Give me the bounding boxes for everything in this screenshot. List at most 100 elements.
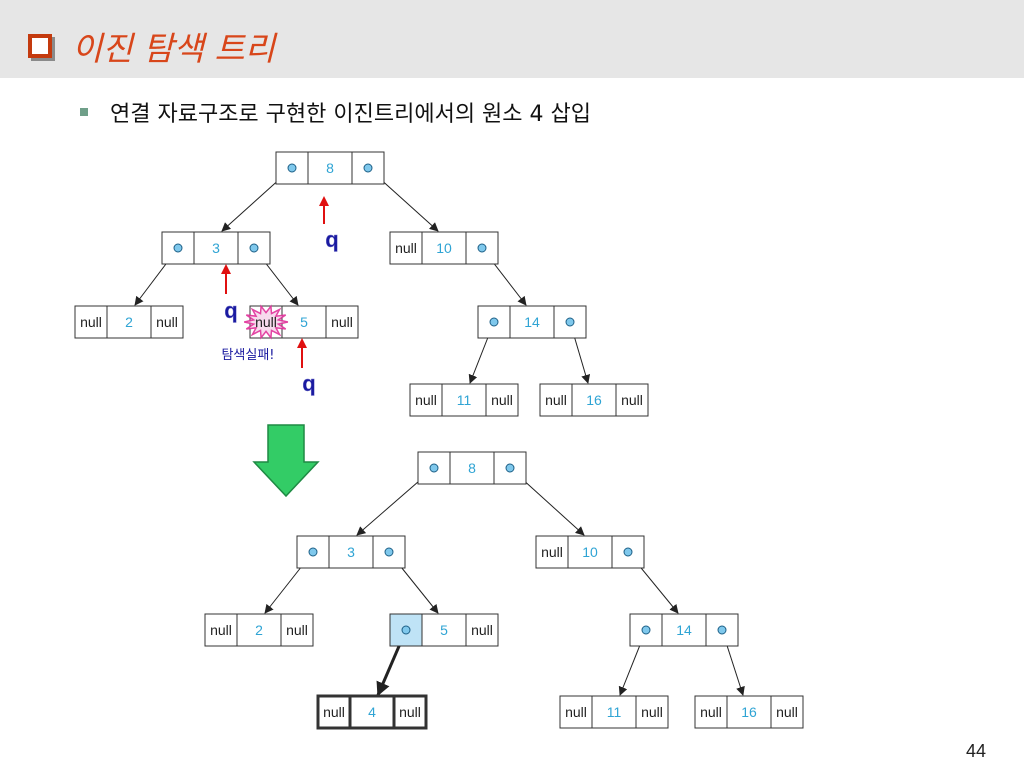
title-checkbox-icon bbox=[28, 34, 52, 58]
bullet-text: 연결 자료구조로 구현한 이진트리에서의 원소 4 삽입 bbox=[110, 102, 591, 127]
search-fail-burst-icon bbox=[244, 304, 289, 340]
null-label: null bbox=[80, 314, 102, 330]
node-left-link-cell bbox=[694, 695, 728, 729]
pointer-dot-icon bbox=[249, 243, 259, 253]
pointer-dot-icon bbox=[565, 317, 575, 327]
search-fail-label: 탐색실패! bbox=[221, 348, 274, 363]
null-label: null bbox=[471, 622, 493, 638]
pointer-dot-icon bbox=[489, 317, 499, 327]
pointer-dot-icon bbox=[429, 463, 439, 473]
node-right-link-cell bbox=[325, 305, 359, 339]
tree-node-10: null 10 bbox=[389, 231, 499, 265]
node-value: 8 bbox=[468, 460, 476, 476]
node-value: 2 bbox=[125, 314, 133, 330]
pointer-dot-icon bbox=[717, 625, 727, 635]
red-arrow-head-icon bbox=[297, 338, 307, 348]
node-value: 10 bbox=[582, 544, 598, 560]
node-value-cell bbox=[661, 613, 707, 647]
null-label: null bbox=[156, 314, 178, 330]
null-label: null bbox=[541, 544, 563, 560]
pointer-label-q: q bbox=[302, 371, 315, 396]
node-right-link-cell bbox=[770, 695, 804, 729]
nodes-layer: 83null10null2nullnull5null14null11nullnu… bbox=[74, 151, 804, 730]
null-label: null bbox=[415, 392, 437, 408]
search-pointer-1: q bbox=[319, 196, 339, 252]
node-value: 11 bbox=[457, 392, 472, 408]
pointer-dot-icon bbox=[641, 625, 651, 635]
node-value-cell bbox=[726, 695, 772, 729]
tree-node-11: null 11 null bbox=[559, 695, 669, 729]
node-left-link-cell bbox=[204, 613, 238, 647]
node-value: 8 bbox=[326, 160, 334, 176]
node-value: 11 bbox=[607, 704, 622, 720]
node-right-link-cell bbox=[280, 613, 314, 647]
slide-title: 이진 탐색 트리 bbox=[72, 29, 276, 68]
node-value-cell bbox=[571, 383, 617, 417]
pointer-dot-icon bbox=[505, 463, 515, 473]
null-label: null bbox=[491, 392, 513, 408]
node-value-cell bbox=[421, 231, 467, 265]
red-arrow-head-icon bbox=[221, 264, 231, 274]
null-label: null bbox=[323, 704, 345, 720]
pointer-dot-icon bbox=[287, 163, 297, 173]
node-value-cell bbox=[567, 535, 613, 569]
node-right-link-cell bbox=[485, 383, 519, 417]
node-value: 4 bbox=[368, 704, 376, 720]
null-label: null bbox=[621, 392, 643, 408]
node-left-link-cell bbox=[409, 383, 443, 417]
bullet-item: 연결 자료구조로 구현한 이진트리에서의 원소 4 삽입 bbox=[80, 96, 591, 128]
tree-node-14: 14 bbox=[477, 305, 587, 339]
node-left-link-cell bbox=[535, 535, 569, 569]
pointer-dot-icon bbox=[623, 547, 633, 557]
null-label: null bbox=[641, 704, 663, 720]
node-value: 3 bbox=[347, 544, 355, 560]
node-value-cell bbox=[509, 305, 555, 339]
null-label: null bbox=[210, 622, 232, 638]
tree-node-8: 8 bbox=[417, 451, 527, 485]
node-value-cell bbox=[328, 535, 374, 569]
pointer-dot-icon bbox=[384, 547, 394, 557]
pointer-dot-icon bbox=[401, 625, 411, 635]
pointer-dot-icon bbox=[477, 243, 487, 253]
node-value: 10 bbox=[436, 240, 452, 256]
pointer-dot-icon bbox=[173, 243, 183, 253]
tree-node-11: null 11 null bbox=[409, 383, 519, 417]
tree-node-3: 3 bbox=[296, 535, 406, 569]
node-value-cell bbox=[281, 305, 327, 339]
node-right-link-cell bbox=[635, 695, 669, 729]
tree-node-8: 8 bbox=[275, 151, 385, 185]
null-label: null bbox=[286, 622, 308, 638]
pointer-dot-icon bbox=[308, 547, 318, 557]
tree-node-4: null 4 null bbox=[316, 694, 428, 730]
node-right-link-cell bbox=[392, 694, 428, 730]
search-pointer-2: q bbox=[221, 264, 238, 323]
null-label: null bbox=[565, 704, 587, 720]
null-label: null bbox=[399, 704, 421, 720]
pointer-label-q: q bbox=[325, 227, 338, 252]
title-row: 이진 탐색 트리 bbox=[28, 22, 275, 70]
square-bullet-icon bbox=[80, 108, 88, 116]
page-number: 44 bbox=[965, 741, 986, 761]
tree-node-2: null 2 null bbox=[74, 305, 184, 339]
node-value: 3 bbox=[212, 240, 220, 256]
node-value-cell bbox=[449, 451, 495, 485]
node-value: 5 bbox=[440, 622, 448, 638]
green-down-arrow-icon bbox=[252, 424, 320, 498]
pointer-dot-icon bbox=[363, 163, 373, 173]
null-label: null bbox=[331, 314, 353, 330]
null-label: null bbox=[545, 392, 567, 408]
node-right-link-cell bbox=[705, 613, 739, 647]
node-right-link-cell bbox=[465, 613, 499, 647]
node-left-link-cell bbox=[559, 695, 593, 729]
search-pointer-3: q bbox=[297, 338, 316, 396]
pointer-label-q: q bbox=[224, 298, 237, 323]
red-arrow-head-icon bbox=[319, 196, 329, 206]
node-value-cell bbox=[106, 305, 152, 339]
tree-node-3: 3 bbox=[161, 231, 271, 265]
null-label: null bbox=[395, 240, 417, 256]
node-value-cell bbox=[591, 695, 637, 729]
